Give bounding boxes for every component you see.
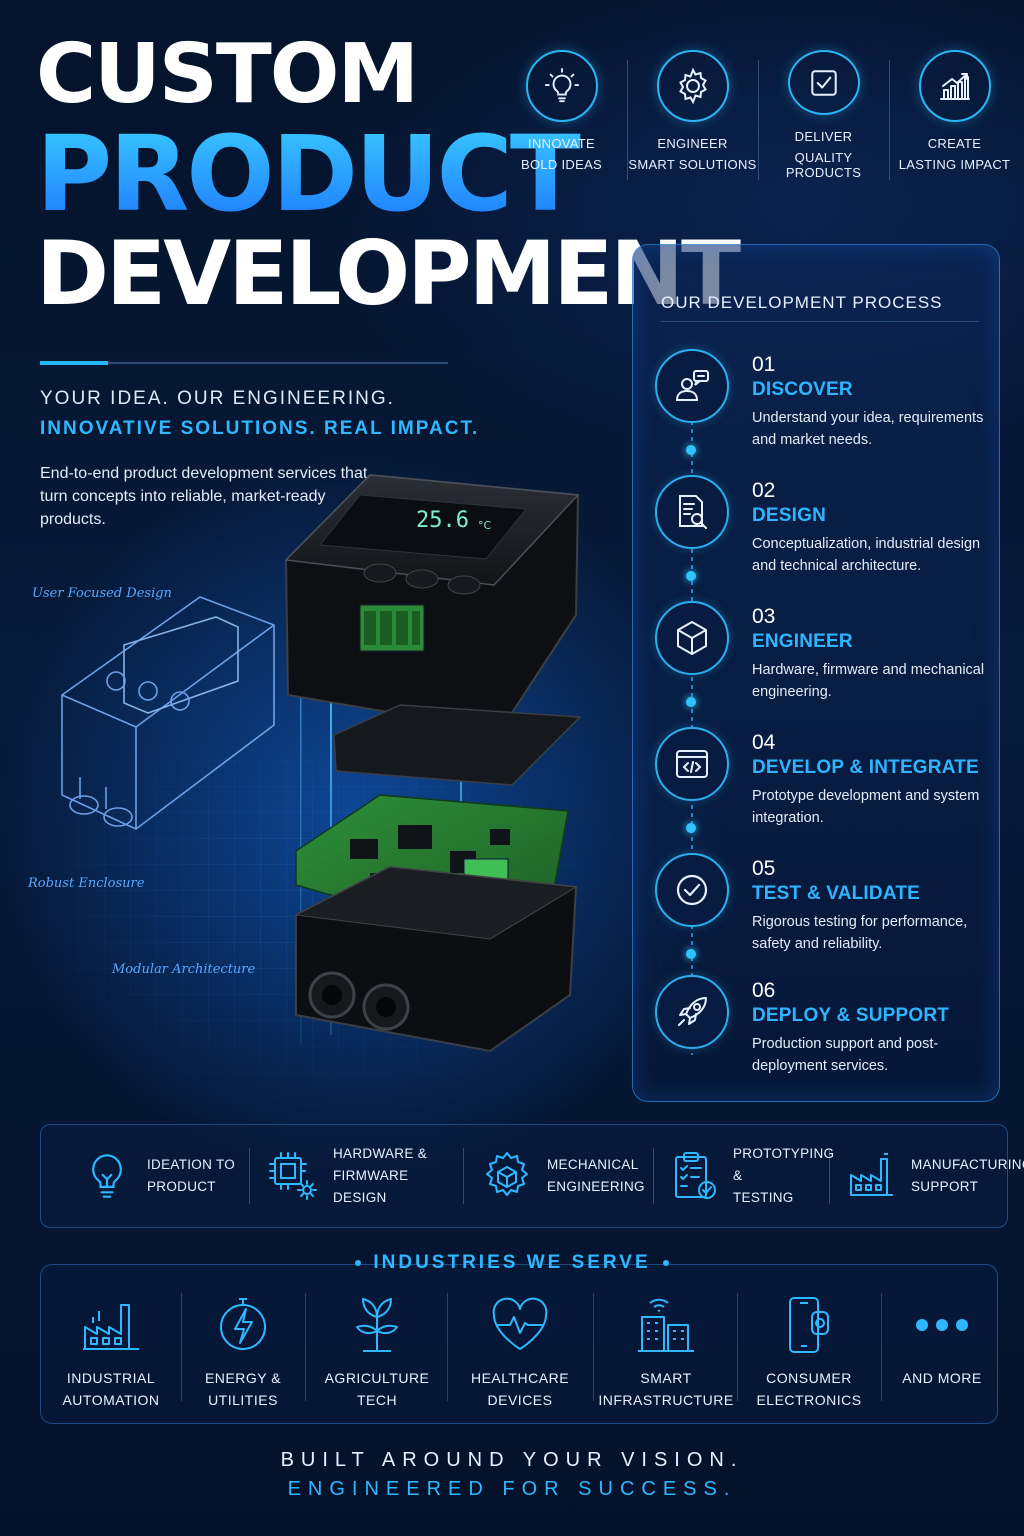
process-divider [661, 321, 979, 322]
title-line-custom: CUSTOM [36, 27, 419, 122]
title-divider [40, 361, 448, 365]
check-circle-icon [655, 853, 729, 927]
development-process-panel: OUR DEVELOPMENT PROCESS 01 DISCOVER Unde… [632, 244, 1000, 1102]
process-step-deploy-support: 06 DEPLOY & SUPPORT Production support a… [655, 975, 995, 1085]
title-line-development: DEVELOPMENT [36, 222, 741, 325]
title-line-product: PRODUCT [36, 122, 738, 226]
annotation-modular-architecture: Modular Architecture [112, 962, 256, 977]
industry-and-more: AND MORE [871, 1293, 1013, 1389]
value-deliver: DELIVER QUALITY PRODUCTS [758, 50, 889, 180]
process-step-test-validate: 05 TEST & VALIDATE Rigorous testing for … [655, 853, 995, 963]
wireframe-enclosure [61, 596, 275, 830]
value-create: CREATE LASTING IMPACT [889, 50, 1020, 180]
enclosure-base [294, 865, 578, 1053]
cube-icon [655, 601, 729, 675]
annotation-user-focused: User Focused Design [32, 586, 172, 601]
values-row: INNOVATE BOLD IDEAS ENGINEER SMART SOLUT… [496, 50, 1020, 180]
factory-icon [41, 1293, 181, 1357]
document-search-icon [655, 475, 729, 549]
process-step-design: 02 DESIGN Conceptualization, industrial … [655, 475, 995, 585]
page-title: CUSTOM PRODUCT DEVELOPMENT [36, 27, 741, 325]
lightbulb-icon [525, 50, 598, 122]
clipboard-check-icon [671, 1150, 719, 1202]
heart-pulse-icon [450, 1293, 590, 1357]
capability-prototyping: PROTOTYPING &TESTING [653, 1146, 834, 1205]
annotation-robust-enclosure: Robust Enclosure [28, 876, 145, 891]
footer-line-2: ENGINEERED FOR SUCCESS. [287, 1478, 737, 1500]
tagline-secondary: INNOVATIVE SOLUTIONS. REAL IMPACT. [40, 418, 480, 439]
chip-gear-icon [267, 1150, 319, 1202]
rocket-icon [655, 975, 729, 1049]
display-unit: °C [478, 519, 492, 532]
gear-icon [656, 50, 729, 122]
process-step-engineer: 03 ENGINEER Hardware, firmware and mecha… [655, 601, 995, 711]
industries-title: INDUSTRIES WE SERVE [0, 1252, 1024, 1274]
smart-building-icon [596, 1293, 736, 1357]
lightbulb-icon [81, 1150, 133, 1202]
factory-icon [847, 1150, 897, 1202]
display-readout: 25.6 [416, 508, 469, 533]
growth-chart-icon [918, 50, 991, 122]
tagline-primary: YOUR IDEA. OUR ENGINEERING. [40, 388, 395, 409]
users-chat-icon [655, 349, 729, 423]
enclosure-lid [284, 473, 580, 733]
device-illustration: 25.6 °C User Focused Design Robust Enclo… [20, 455, 620, 1075]
process-step-develop-integrate: 04 DEVELOP & INTEGRATE Prototype develop… [655, 727, 995, 837]
smartphone-icon [739, 1293, 879, 1357]
industry-energy-utilities: ENERGY &UTILITIES [173, 1293, 313, 1411]
more-dots-icon [871, 1293, 1013, 1357]
intro-text: End-to-end product development services … [40, 465, 368, 528]
mid-plate [333, 704, 582, 786]
energy-bolt-icon [173, 1293, 313, 1357]
code-window-icon [655, 727, 729, 801]
process-title: OUR DEVELOPMENT PROCESS [661, 293, 943, 312]
value-engineer: ENGINEER SMART SOLUTIONS [627, 50, 758, 180]
process-step-discover: 01 DISCOVER Understand your idea, requir… [655, 349, 995, 459]
checkbox-icon [787, 50, 860, 115]
footer-line-1: BUILT AROUND YOUR VISION. [280, 1449, 744, 1471]
gear-cube-icon [481, 1150, 533, 1202]
capability-hardware-firmware: HARDWARE &FIRMWARE DESIGN [249, 1146, 463, 1205]
plant-icon [307, 1293, 447, 1357]
value-innovate: INNOVATE BOLD IDEAS [496, 50, 627, 180]
